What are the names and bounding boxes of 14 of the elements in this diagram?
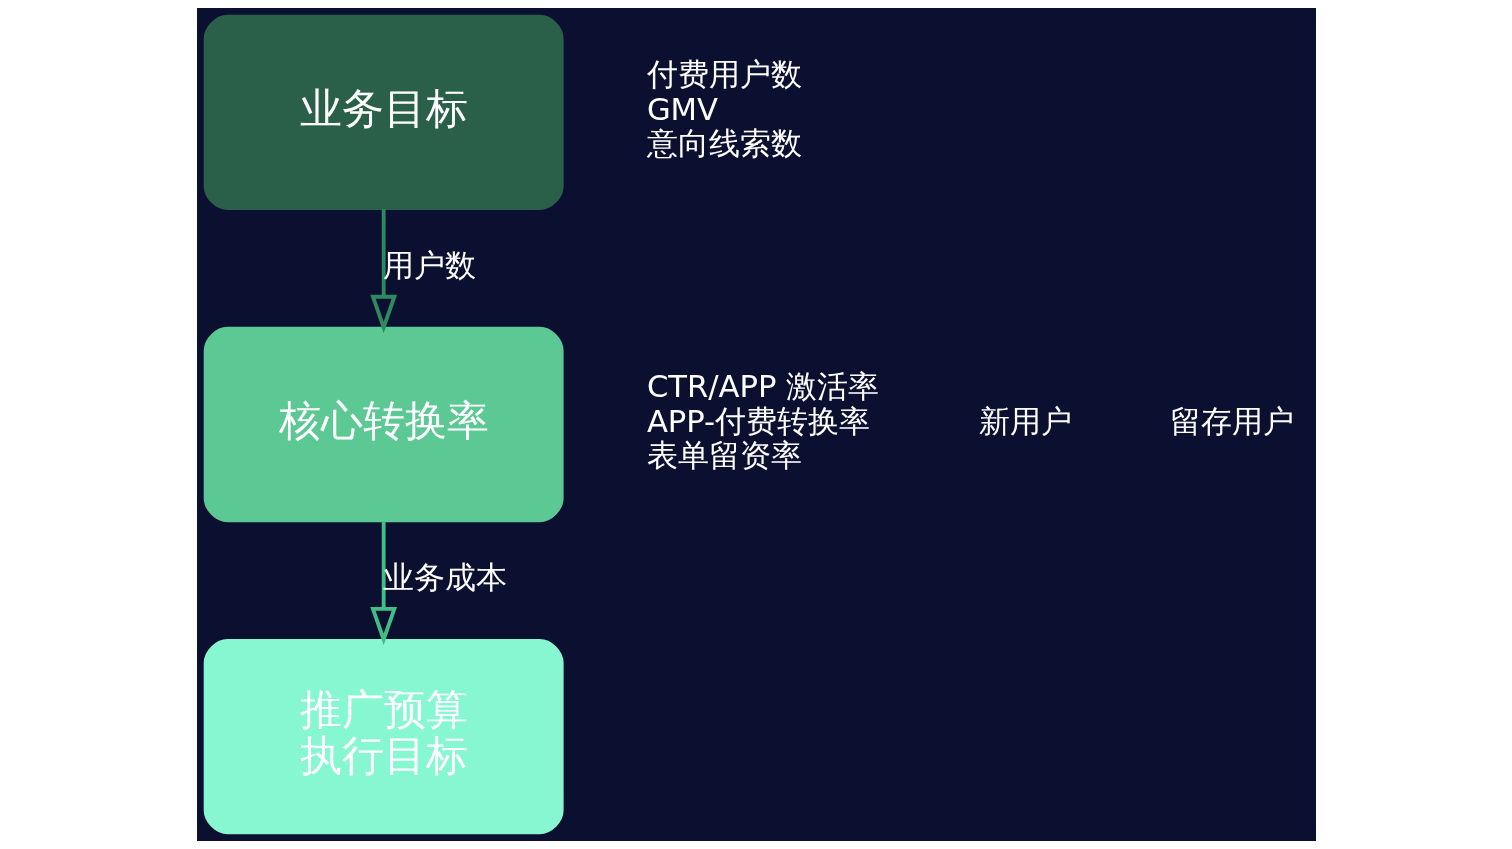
node-box: 业务目标 xyxy=(203,14,564,211)
node-box: 推广预算 执行目标 xyxy=(203,638,564,835)
node-label: 表单留资率 xyxy=(646,438,802,474)
node-label: APP-付费转换率 xyxy=(646,403,870,439)
arrow xyxy=(369,521,397,646)
node-label: CTR/APP 激活率 xyxy=(646,369,879,405)
node-label: GMV xyxy=(646,91,718,127)
node-label: 意向线索数 xyxy=(646,126,802,162)
node-label: 付费用户数 xyxy=(646,57,802,93)
arrow xyxy=(369,209,397,334)
label: 留存用户 xyxy=(1169,403,1294,439)
label: 新用户 xyxy=(978,403,1071,439)
node-box: 核心转换率 xyxy=(203,326,564,523)
edge-label: 用户数 xyxy=(382,247,476,283)
